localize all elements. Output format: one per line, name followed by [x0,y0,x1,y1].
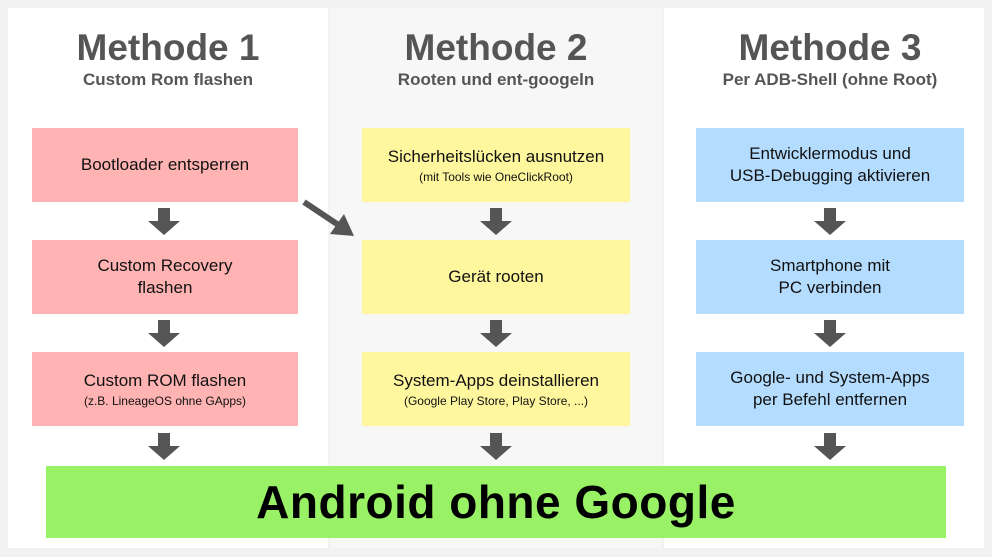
arrow-down-icon [148,433,180,460]
arrow-down-icon [148,320,180,347]
step-note: (Google Play Store, Play Store, ...) [403,393,589,408]
result-banner: Android ohne Google [46,466,946,538]
step-label: Custom Recovery [97,256,233,275]
arrow-down-icon [148,208,180,235]
methode-2-title: Methode 2 [404,27,588,68]
arrow-down-icon [480,320,512,347]
methode-1-step-3: Custom ROM flashen (z.B. LineageOS ohne … [32,352,298,426]
methode-1-step-1: Bootloader entsperren [32,128,298,202]
step-note: (z.B. LineageOS ohne GApps) [83,393,247,408]
step-label: Custom ROM flashen [83,370,247,390]
result-label: Android ohne Google [256,476,736,528]
arrow-down-icon [814,320,846,347]
step-label: Smartphone mit [770,256,890,275]
methode-1-step-2: Custom Recovery flashen [32,240,298,314]
step-label: Bootloader entsperren [80,155,250,174]
step-note: (mit Tools wie OneClickRoot) [419,169,573,184]
methode-1-subtitle: Custom Rom flashen [82,70,254,89]
arrow-down-icon [814,433,846,460]
step-label-line-2: flashen [137,278,193,297]
methode-3-step-1: Entwicklermodus und USB-Debugging aktivi… [696,128,964,202]
heading-methode-1: Methode 1 Custom Rom flashen [3,26,333,90]
heading-methode-2: Methode 2 Rooten und ent-googeln [331,26,661,90]
arrow-down-icon [480,208,512,235]
arrow-down-icon [814,208,846,235]
step-label: System-Apps deinstallieren [393,370,599,390]
arrow-down-icon [480,433,512,460]
step-label-line-2: USB-Debugging aktivieren [729,166,931,185]
methode-3-step-2: Smartphone mit PC verbinden [696,240,964,314]
methode-2-step-2: Gerät rooten [362,240,630,314]
step-label: Entwicklermodus und [749,144,911,163]
step-label-line-2: PC verbinden [778,278,882,297]
arrow-diagonal-icon [302,199,354,236]
methode-3-subtitle: Per ADB-Shell (ohne Root) [722,70,938,89]
step-label: Google- und System-Apps [730,368,930,387]
step-label-line-2: per Befehl entfernen [752,390,908,409]
methode-1-title: Methode 1 [76,27,260,68]
step-label: Sicherheitslücken ausnutzen [387,146,605,166]
methode-2-step-1: Sicherheitslücken ausnutzen (mit Tools w… [362,128,630,202]
methode-2-step-3: System-Apps deinstallieren (Google Play … [362,352,630,426]
methode-3-title: Methode 3 [738,27,922,68]
step-label: Gerät rooten [448,267,544,286]
heading-methode-3: Methode 3 Per ADB-Shell (ohne Root) [665,26,992,90]
methode-3-step-3: Google- und System-Apps per Befehl entfe… [696,352,964,426]
methode-2-subtitle: Rooten und ent-googeln [397,70,595,89]
